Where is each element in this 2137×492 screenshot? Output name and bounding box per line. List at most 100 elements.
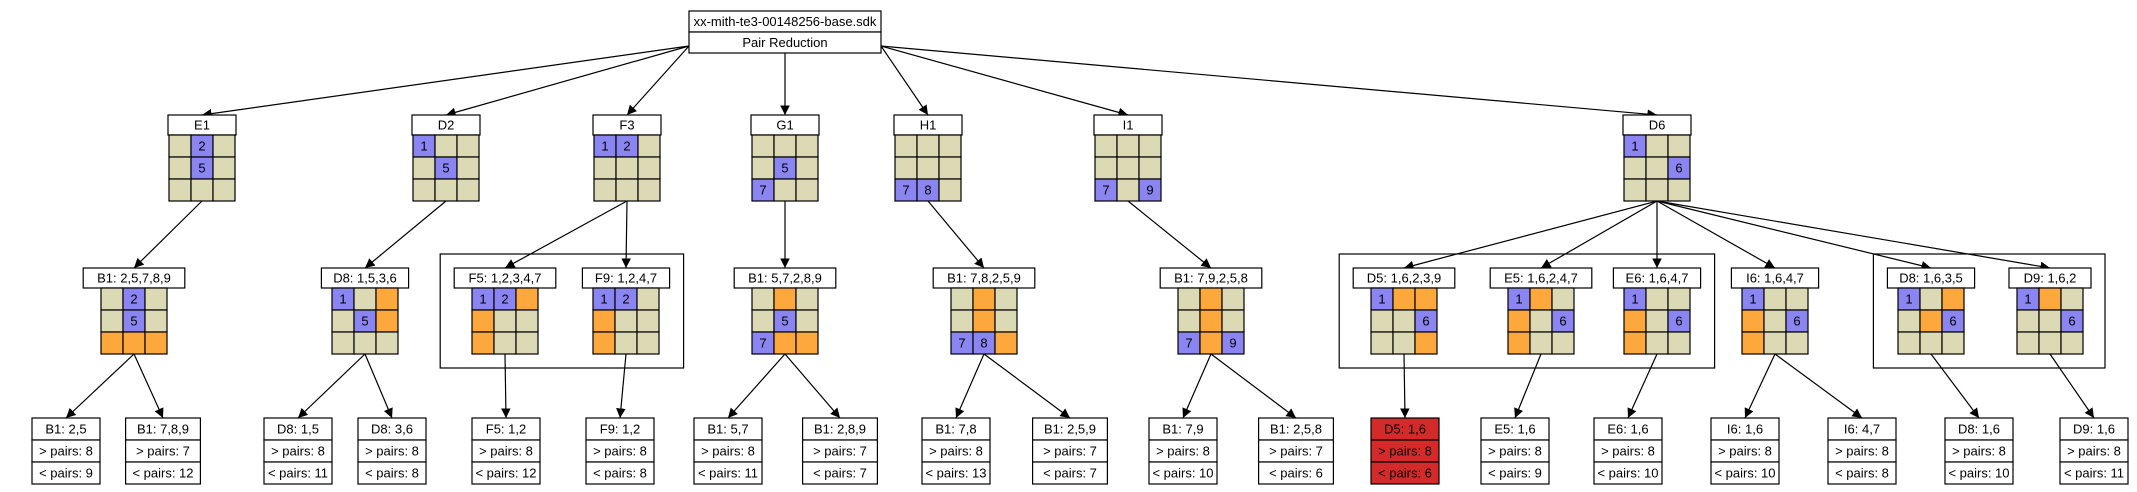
leaf-title: B1: 5,7 <box>707 421 748 436</box>
cell-digit: 6 <box>1675 313 1682 328</box>
grid-cell <box>456 156 480 180</box>
cell-digit: 8 <box>924 182 931 197</box>
leaf-title: B1: 7,8 <box>935 421 976 436</box>
grid-cell <box>1645 309 1669 333</box>
grid-node-d6a: D5: 1,6,2,3,916 <box>1352 267 1456 355</box>
leaf-node: D8: 1,5> pairs: 8< pairs: 11 <box>263 417 333 485</box>
grid-cell <box>2060 287 2084 311</box>
leaf-node: D8: 3,6> pairs: 8< pairs: 8 <box>357 417 427 485</box>
leaf-title: I6: 4,7 <box>1844 421 1880 436</box>
leaf-title: D8: 3,6 <box>371 421 413 436</box>
tree-edge <box>297 353 366 419</box>
grid-cell <box>1392 287 1416 311</box>
leaf-more: > pairs: 8 <box>271 443 325 458</box>
leaf-title: D8: 1,6 <box>1958 421 2000 436</box>
grid-cell <box>1623 156 1647 180</box>
leaf-more: > pairs: 8 <box>929 443 983 458</box>
leaf-less-box <box>1031 461 1108 485</box>
grid-cell <box>100 287 124 311</box>
leaf-less-box <box>585 461 655 485</box>
leaf-more: > pairs: 7 <box>136 443 190 458</box>
grid-cell <box>122 331 146 355</box>
tree-edge <box>621 200 631 269</box>
tree-edge <box>983 353 1071 419</box>
grid-cell <box>795 178 819 202</box>
cell-digit: 6 <box>1793 313 1800 328</box>
grid-cell <box>212 178 236 202</box>
leaf-more: > pairs: 7 <box>813 443 867 458</box>
leaf-less-box <box>263 461 333 485</box>
grid-cell <box>2016 309 2040 333</box>
grid-cell <box>1667 331 1691 355</box>
node-group-1 <box>439 253 685 369</box>
grid-node-g1a: B1: 5,7,2,8,957 <box>733 267 837 355</box>
grid-cell <box>212 134 236 158</box>
grid-cell <box>972 309 996 333</box>
grid-cell <box>1221 287 1245 311</box>
leaf-title: D9: 1,6 <box>2073 421 2115 436</box>
grid-cell <box>2038 309 2062 333</box>
grid-cell <box>1785 287 1809 311</box>
grid-cell <box>795 134 819 158</box>
grid-cell <box>412 178 436 202</box>
leaf-more: > pairs: 8 <box>1601 443 1655 458</box>
grid-cell <box>593 156 617 180</box>
leaf-node: E6: 1,6> pairs: 8< pairs: 10 <box>1593 417 1663 485</box>
cell-digit: 7 <box>958 335 965 350</box>
grid-cell <box>894 156 918 180</box>
tree-edge <box>955 353 985 419</box>
leaf-less-box <box>921 461 991 485</box>
tree-edge <box>133 353 164 419</box>
tree-edge <box>1930 353 1980 419</box>
leaf-more: > pairs: 8 <box>1718 443 1772 458</box>
tree-edge <box>880 45 1129 118</box>
cell-digit: 1 <box>2024 291 2031 306</box>
grid-cell <box>592 331 616 355</box>
cell-digit: 2 <box>501 291 508 306</box>
grid-cell <box>972 287 996 311</box>
grid-cell <box>1221 331 1245 355</box>
leaf-less-box <box>471 461 541 485</box>
node-label: E5: 1,6,2,4,7 <box>1504 270 1578 285</box>
leaf-title: F5: 1,2 <box>486 421 526 436</box>
cell-digit: 8 <box>980 335 987 350</box>
leaf-node: B1: 7,8,9> pairs: 7< pairs: 12 <box>124 417 202 485</box>
grid-cell <box>515 309 539 333</box>
cell-digit: 6 <box>2068 313 2075 328</box>
grid-cell <box>1551 287 1575 311</box>
grid-cell <box>994 331 1018 355</box>
node-label: D5: 1,6,2,3,9 <box>1367 270 1441 285</box>
grid-cell <box>515 287 539 311</box>
grid-cell <box>434 134 458 158</box>
leaf-more: > pairs: 8 <box>1952 443 2006 458</box>
grid-cell <box>1094 156 1118 180</box>
leaf-title: B1: 2,5 <box>45 421 86 436</box>
grid-cell <box>795 287 819 311</box>
leaf-less: < pairs: 12 <box>475 465 536 480</box>
grid-cell <box>1116 178 1140 202</box>
leaf-less: < pairs: 13 <box>925 465 986 480</box>
tree-edge <box>1540 200 1658 269</box>
grid-cell <box>212 156 236 180</box>
tree-edge <box>504 200 628 269</box>
grid-cell <box>1370 331 1394 355</box>
grid-cell <box>2038 331 2062 355</box>
leaf-node: I6: 4,7> pairs: 8< pairs: 8 <box>1827 417 1897 485</box>
leaf-more: > pairs: 8 <box>1488 443 1542 458</box>
leaf-less-box <box>31 461 101 485</box>
grid-cell <box>916 134 940 158</box>
grid-node-d6b: E5: 1,6,2,4,716 <box>1489 267 1593 355</box>
leaf-more: > pairs: 8 <box>39 443 93 458</box>
grid-cell <box>1116 156 1140 180</box>
leaf-title: B1: 2,5,9 <box>1044 421 1096 436</box>
tree-edge <box>1210 353 1297 419</box>
grid-cell <box>795 309 819 333</box>
cell-digit: 7 <box>1102 182 1109 197</box>
grid-cell <box>331 331 355 355</box>
leaf-title: E6: 1,6 <box>1607 421 1648 436</box>
grid-cell <box>773 134 797 158</box>
grid-cell <box>1919 287 1943 311</box>
grid-cell <box>190 178 214 202</box>
